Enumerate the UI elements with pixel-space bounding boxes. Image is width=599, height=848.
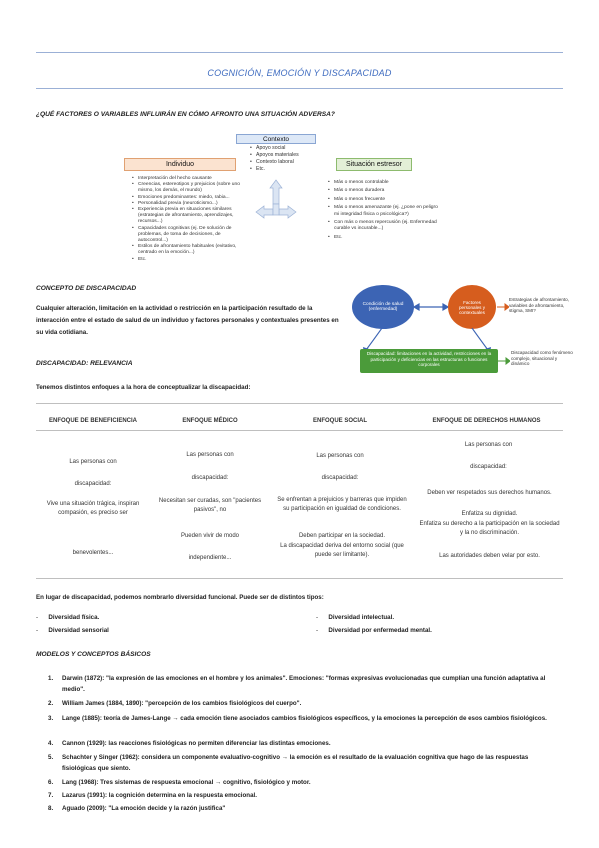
table-cell: discapacidad: xyxy=(470,464,507,470)
list-number: 7. xyxy=(48,792,54,799)
table-cell: discapacidad: xyxy=(74,481,112,487)
factors-circle: Factores personales y contextuales xyxy=(448,285,496,329)
list-item: Personalidad previa (neuroticismo...) xyxy=(132,201,247,207)
situacion-list: Más o menos controlable Más o menos dura… xyxy=(328,180,442,242)
list-item: Capacidades cognitivas (ej. De solución … xyxy=(132,226,247,245)
health-condition-circle: Condición de salud (enfermedad) xyxy=(352,285,414,329)
table-cell: Las personas con xyxy=(69,459,117,465)
list-item: Con más o menos repercusión (ej. Enferme… xyxy=(328,220,442,233)
diversidad-item: - Diversidad intelectual. xyxy=(316,614,395,621)
table-cell: Deben ver respetados sus derechos humano… xyxy=(427,490,552,496)
page-title: COGNICIÓN, EMOCIÓN Y DISCAPACIDAD xyxy=(207,68,392,78)
side-note-1: Estrategias de afrontamiento, variables … xyxy=(509,297,570,314)
tri-arrow-icon xyxy=(255,179,297,219)
disability-bar-label: Discapacidad: limitaciones en la activid… xyxy=(366,351,492,367)
list-item: Más o menos duradera xyxy=(328,188,442,195)
relevancia-intro: Tenemos distintos enfoques a la hora de … xyxy=(36,384,251,391)
list-number: 5. xyxy=(48,754,54,761)
list-item: Creencias, estereotipos y prejuicios (so… xyxy=(132,182,247,194)
contexto-list: Apoyo social Apoyos materiales Contexto … xyxy=(250,145,340,173)
list-item: Contexto laboral xyxy=(250,159,340,166)
list-item: Más o menos amenazante (ej. ¿pone en pel… xyxy=(328,205,442,218)
health-condition-label: Condición de salud (enfermedad) xyxy=(362,302,404,312)
disability-bar: Discapacidad: limitaciones en la activid… xyxy=(360,349,498,373)
table-cell: La discapacidad deriva del entorno socia… xyxy=(280,543,404,558)
table-cell: independiente... xyxy=(188,555,232,561)
list-item: William James (1884, 1890): "percepción … xyxy=(62,700,302,707)
factors-label: Factores personales y contextuales xyxy=(458,299,486,315)
top-rule xyxy=(36,52,563,53)
list-item: Emociones predominantes: miedo, rabia... xyxy=(132,195,247,201)
table-cell: Enfatiza su dignidad. xyxy=(461,511,518,517)
list-item: Más o menos controlable xyxy=(328,180,442,187)
list-number: 1. xyxy=(48,675,54,682)
double-arrow-icon xyxy=(414,302,448,312)
title-rule xyxy=(36,88,563,89)
table-cell: Las personas con xyxy=(464,442,513,448)
modelos-heading: MODELOS Y CONCEPTOS BÁSICOS xyxy=(36,651,151,658)
diversidad-item: - Diversidad física. xyxy=(36,614,100,621)
table-header-derechos: ENFOQUE DE DERECHOS HUMANOS xyxy=(432,418,541,424)
arrow-right-icon xyxy=(497,303,509,311)
table-cell: Pueden vivir de modo xyxy=(180,533,240,539)
list-item: Lang (1968): Tres sistemas de respuesta … xyxy=(62,779,311,786)
diversidad-text: En lugar de discapacidad, podemos nombra… xyxy=(36,594,324,601)
table-cell: benevolentes... xyxy=(72,550,114,556)
table-header-rule xyxy=(36,430,563,431)
list-item: Schachter y Singer (1962): considera un … xyxy=(62,754,529,772)
table-cell: discapacidad: xyxy=(321,475,359,481)
contexto-label: Contexto xyxy=(262,136,290,143)
table-header-social: ENFOQUE SOCIAL xyxy=(312,418,367,424)
list-item: Cannon (1929): las reacciones fisiológic… xyxy=(62,740,331,747)
list-item: Darwin (1872): "la expresión de las emoc… xyxy=(62,675,546,693)
list-item: Apoyos materiales xyxy=(250,152,340,159)
arrow-right-icon xyxy=(498,357,510,365)
situacion-box: Situación estresor xyxy=(336,158,412,171)
list-item: Apoyo social xyxy=(250,145,340,152)
table-top-rule xyxy=(36,403,563,404)
question-heading: ¿QUÉ FACTORES O VARIABLES INFLUIRÁN EN C… xyxy=(36,111,335,118)
concepto-text: Cualquier alteración, limitación en la a… xyxy=(36,305,339,336)
table-cell: Las personas con xyxy=(316,453,364,459)
list-item: Experiencia previa en situaciones simila… xyxy=(132,207,247,226)
list-number: 8. xyxy=(48,805,54,812)
table-cell: Necesitan ser curadas, son "pacientes pa… xyxy=(158,498,262,513)
list-item: Lazarus (1991): la cognición determina e… xyxy=(62,792,257,799)
table-cell: Se enfrentan a prejuicios y barreras que… xyxy=(277,497,407,512)
list-item: Interpretación del hecho causante xyxy=(132,176,247,182)
list-item: Estilos de afrontamiento habituales (evi… xyxy=(132,244,247,256)
table-header-medico: ENFOQUE MÉDICO xyxy=(182,418,238,424)
list-item: Etc. xyxy=(328,235,442,242)
table-cell: Enfatiza su derecho a la participación e… xyxy=(419,521,560,536)
table-bottom-rule xyxy=(36,578,563,579)
individuo-label: Individuo xyxy=(165,161,195,168)
list-item: Etc. xyxy=(250,166,340,173)
concepto-heading: CONCEPTO DE DISCAPACIDAD xyxy=(36,285,137,292)
list-item: Etc. xyxy=(132,257,247,263)
contexto-box: Contexto xyxy=(236,134,316,144)
list-item: Aguado (2009): "La emoción decide y la r… xyxy=(62,805,226,812)
side-note-2: Discapacidad como fenómeno complejo, sit… xyxy=(511,350,573,367)
list-item: Lange (1885): teoría de James-Lange → ca… xyxy=(62,715,547,722)
list-number: 2. xyxy=(48,700,54,707)
table-cell: Vive una situación trágica, inspiran com… xyxy=(46,501,140,516)
table-cell: discapacidad: xyxy=(191,475,229,481)
list-number: 6. xyxy=(48,779,54,786)
table-cell: Deben participar en la sociedad. xyxy=(298,533,386,539)
diversidad-item: - Diversidad sensorial xyxy=(36,627,109,634)
individuo-box: Individuo xyxy=(124,158,236,171)
list-number: 3. xyxy=(48,715,54,722)
individuo-list: Interpretación del hecho causante Creenc… xyxy=(132,176,247,263)
table-cell: Las personas con xyxy=(186,452,234,458)
table-header-beneficiencia: ENFOQUE DE BENEFICIENCIA xyxy=(48,418,137,424)
list-item: Más o menos frecuente xyxy=(328,197,442,204)
diversidad-item: - Diversidad por enfermedad mental. xyxy=(316,627,432,634)
table-cell: Las autoridades deben velar por esto. xyxy=(439,553,540,559)
relevancia-heading: DISCAPACIDAD: RELEVANCIA xyxy=(36,360,133,367)
list-number: 4. xyxy=(48,740,54,747)
situacion-label: Situación estresor xyxy=(345,161,403,168)
